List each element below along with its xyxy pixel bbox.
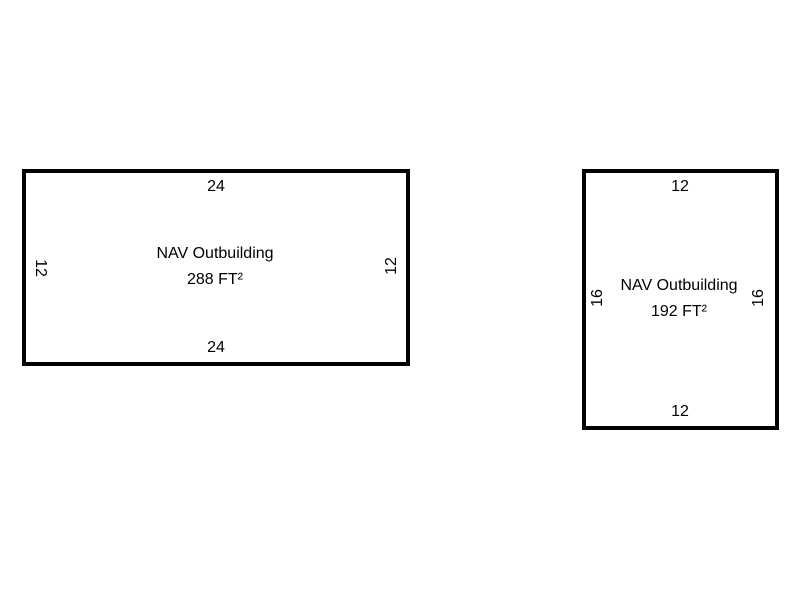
building-name-2: NAV Outbuilding: [620, 277, 738, 294]
building-name-1: NAV Outbuilding: [156, 245, 274, 262]
dimension-top-2: 12: [671, 178, 689, 195]
dimension-left-1: 12: [32, 259, 49, 277]
building-area-1: 288 FT²: [186, 271, 244, 288]
building-outline-2[interactable]: [582, 169, 779, 430]
building-area-2: 192 FT²: [650, 303, 708, 320]
dimension-bottom-1: 24: [207, 339, 225, 356]
dimension-bottom-2: 12: [671, 403, 689, 420]
dimension-right-1: 12: [383, 257, 400, 275]
dimension-top-1: 24: [207, 178, 225, 195]
dimension-right-2: 16: [750, 289, 767, 307]
building-outline-1[interactable]: [22, 169, 410, 366]
building-label-2: NAV Outbuilding 192 FT²: [620, 273, 737, 325]
dimension-left-2: 16: [589, 289, 606, 307]
building-label-1: NAV Outbuilding 288 FT²: [156, 241, 273, 293]
